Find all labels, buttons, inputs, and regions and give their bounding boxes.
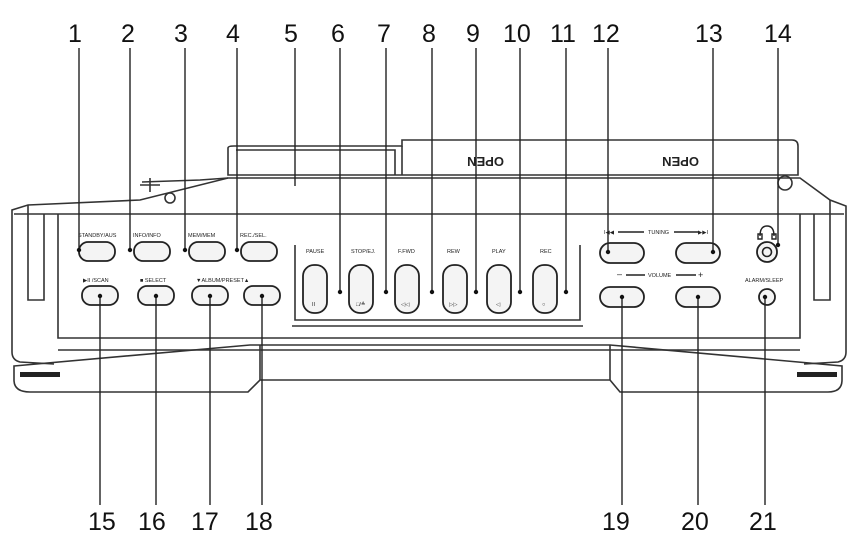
ffwd-key[interactable] xyxy=(394,264,420,314)
rec-key-icon: ○ xyxy=(542,302,545,308)
top-callout-numbers: 1 2 3 4 5 6 7 8 9 10 11 12 13 14 xyxy=(68,20,792,48)
tuning-label: TUNING xyxy=(648,230,669,236)
right-foot-pad xyxy=(797,372,837,377)
callout-5: 5 xyxy=(284,20,298,48)
volume-plus-glyph: + xyxy=(698,270,703,280)
volume-minus-glyph: – xyxy=(617,269,622,279)
volume-label: VOLUME xyxy=(648,273,672,279)
info-label: INFO/INFO xyxy=(133,233,162,239)
callout-3: 3 xyxy=(174,20,188,48)
row2-buttons: ▶II /SCAN ■ SELECT ▼ALBUM/PRESET▲ xyxy=(81,278,281,306)
callout-20: 20 xyxy=(681,508,709,536)
callout-12: 12 xyxy=(592,20,620,48)
callout-8: 8 xyxy=(422,20,436,48)
rec-sel-button[interactable] xyxy=(240,241,278,262)
callout-1: 1 xyxy=(68,20,82,48)
rec-sel-label: REC./SEL. xyxy=(240,233,267,239)
callout-19: 19 xyxy=(602,508,630,536)
rew-key[interactable] xyxy=(442,264,468,314)
callout-13: 13 xyxy=(695,20,723,48)
alarm-sleep-label: ALARM/SLEEP xyxy=(745,278,784,284)
stop-key-icon: □/≙ xyxy=(356,301,366,308)
open-label-left: OPEN xyxy=(467,154,504,169)
callout-6: 6 xyxy=(331,20,345,48)
tuning-down-button[interactable] xyxy=(599,242,645,264)
callout-16: 16 xyxy=(138,508,166,536)
leader-lines xyxy=(76,48,781,505)
headphone-icon xyxy=(757,225,777,240)
headphone-jack[interactable] xyxy=(756,241,778,263)
open-label-right: OPEN xyxy=(662,154,699,169)
rec-key[interactable] xyxy=(532,264,558,314)
mem-button[interactable] xyxy=(188,241,226,262)
pause-key[interactable] xyxy=(302,264,328,314)
row1-buttons: STANDBY/AUS INFO/INFO MEM/MEM REC./SEL. xyxy=(78,233,278,262)
tuning-volume-controls: I◀◀ TUNING ▶▶I – VOLUME + xyxy=(599,230,721,308)
tuning-left-glyph: I◀◀ xyxy=(604,230,615,236)
callout-21: 21 xyxy=(749,508,777,536)
mem-label: MEM/MEM xyxy=(188,233,216,239)
rew-key-icon: ▷▷ xyxy=(449,302,458,308)
standby-button[interactable] xyxy=(78,241,116,262)
tuning-up-button[interactable] xyxy=(675,242,721,264)
rec-label: REC xyxy=(540,249,552,255)
rew-label: REW xyxy=(447,249,461,255)
play-label: PLAY xyxy=(492,249,506,255)
pause-key-icon: II xyxy=(312,302,316,308)
callout-2: 2 xyxy=(121,20,135,48)
select-label: ■ SELECT xyxy=(140,278,167,284)
pause-label: PAUSE xyxy=(306,249,325,255)
play-key-icon: ◁ xyxy=(496,302,501,308)
device-body: OPEN OPEN xyxy=(11,139,847,393)
ffwd-label: F.FWD xyxy=(398,249,415,255)
callout-10: 10 xyxy=(503,20,531,48)
left-foot-pad xyxy=(20,372,60,377)
bottom-callout-numbers: 15 16 17 18 19 20 21 xyxy=(88,508,777,536)
stop-key[interactable] xyxy=(348,264,374,314)
callout-4: 4 xyxy=(226,20,240,48)
tuning-right-glyph: ▶▶I xyxy=(698,230,708,236)
info-button[interactable] xyxy=(133,241,171,262)
play-key[interactable] xyxy=(486,264,512,314)
callout-14: 14 xyxy=(764,20,792,48)
callout-7: 7 xyxy=(377,20,391,48)
callout-9: 9 xyxy=(466,20,480,48)
headphone-alarm: ALARM/SLEEP xyxy=(745,225,784,306)
callout-18: 18 xyxy=(245,508,273,536)
standby-label: STANDBY/AUS xyxy=(78,233,117,239)
cassette-deck-keys: PAUSE STOP/EJ. F.FWD REW PLAY REC II □/≙… xyxy=(302,249,558,314)
play-scan-label: ▶II /SCAN xyxy=(83,278,109,284)
callout-17: 17 xyxy=(191,508,219,536)
album-preset-label: ▼ALBUM/PRESET▲ xyxy=(196,278,249,284)
callout-15: 15 xyxy=(88,508,116,536)
stop-label: STOP/EJ. xyxy=(351,249,376,255)
ffwd-key-icon: ◁◁ xyxy=(401,302,410,308)
callout-11: 11 xyxy=(550,20,576,48)
